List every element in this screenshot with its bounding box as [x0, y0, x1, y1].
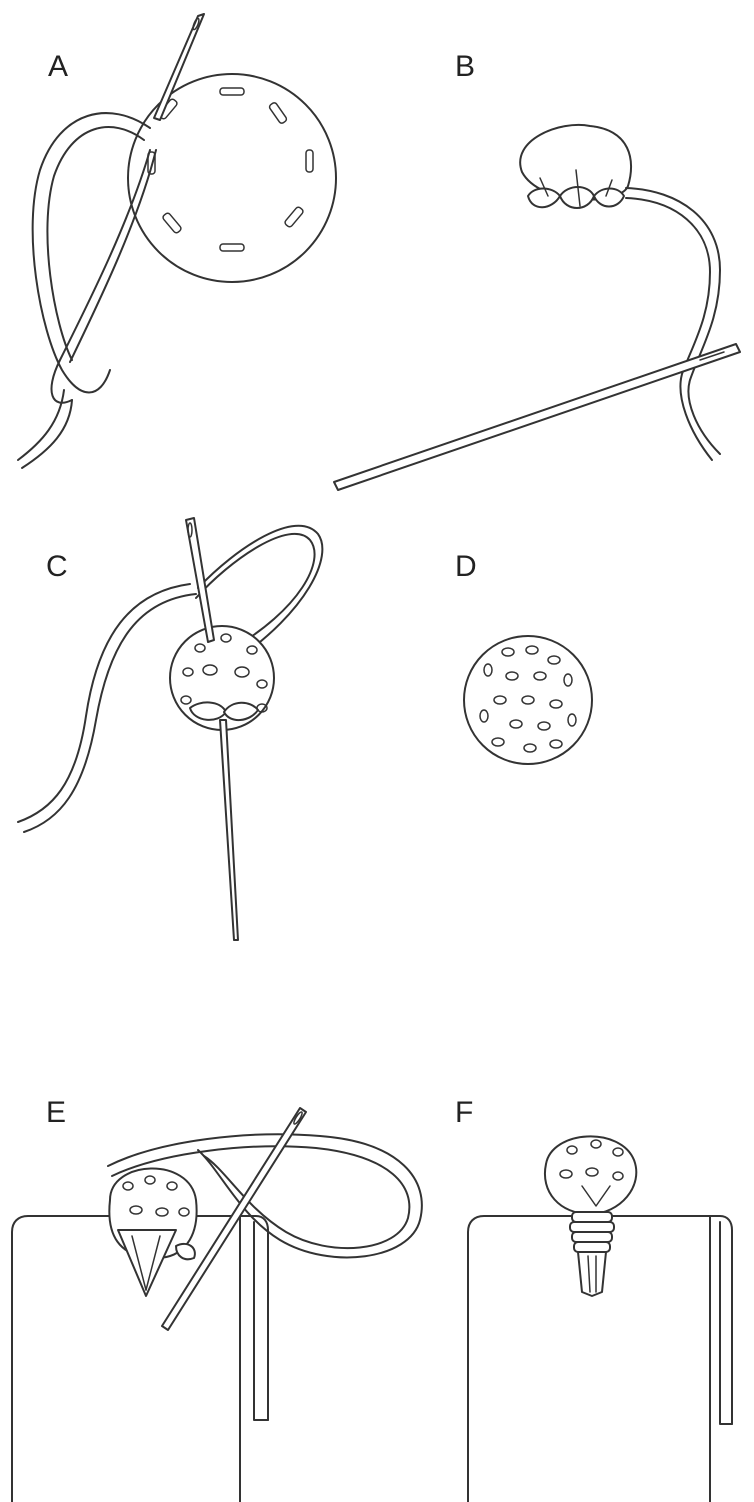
panel-d-illustration	[464, 636, 592, 764]
needle-a	[154, 14, 204, 120]
running-stitches	[148, 88, 313, 251]
button-stitches-d	[480, 646, 576, 752]
panel-f-illustration	[468, 1136, 732, 1502]
panel-c-illustration	[18, 518, 322, 940]
button-shank-wrap-f	[570, 1212, 614, 1252]
thread-b	[626, 188, 720, 454]
needle-b	[334, 344, 740, 490]
button-shank-f	[578, 1252, 606, 1296]
panel-a-illustration	[18, 14, 336, 468]
thread-loop-a	[33, 113, 150, 392]
panel-e-illustration	[12, 1108, 422, 1502]
thread-tail-c	[24, 594, 196, 832]
panel-b-illustration	[334, 125, 740, 490]
